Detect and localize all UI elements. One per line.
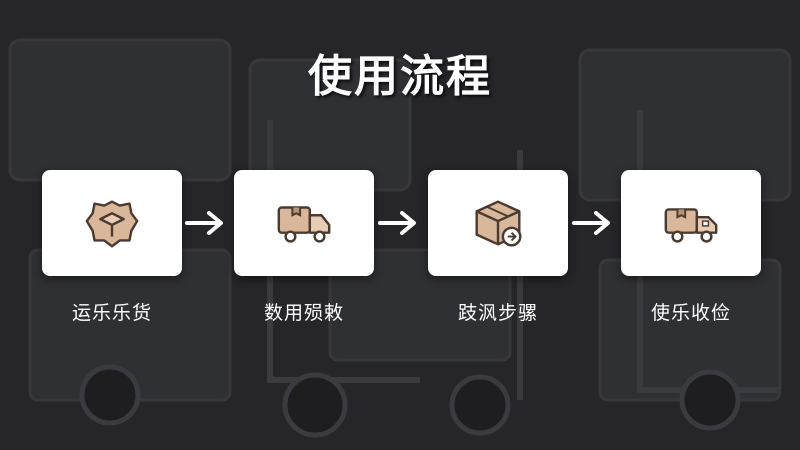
step-card-1[interactable] (42, 170, 182, 276)
step-label-3: 跂沨步骡 (457, 302, 538, 324)
step-label-1: 运乐乐货 (71, 302, 152, 324)
box-return-icon (475, 200, 522, 247)
delivery-truck-icon (277, 206, 331, 243)
step-label-4: 使乐收俭 (650, 302, 731, 324)
step-card-3[interactable] (428, 170, 568, 276)
arrow-right-icon (185, 211, 223, 235)
step-card-2[interactable] (234, 170, 374, 276)
arrow-right-icon (378, 211, 416, 235)
page-title: 使用流程 (308, 51, 492, 102)
step-label-2: 数用殒敕 (263, 302, 344, 324)
step-card-4[interactable] (621, 170, 761, 276)
truck-box-icon (664, 208, 718, 243)
arrow-right-icon (572, 211, 610, 235)
package-icon (85, 200, 139, 248)
